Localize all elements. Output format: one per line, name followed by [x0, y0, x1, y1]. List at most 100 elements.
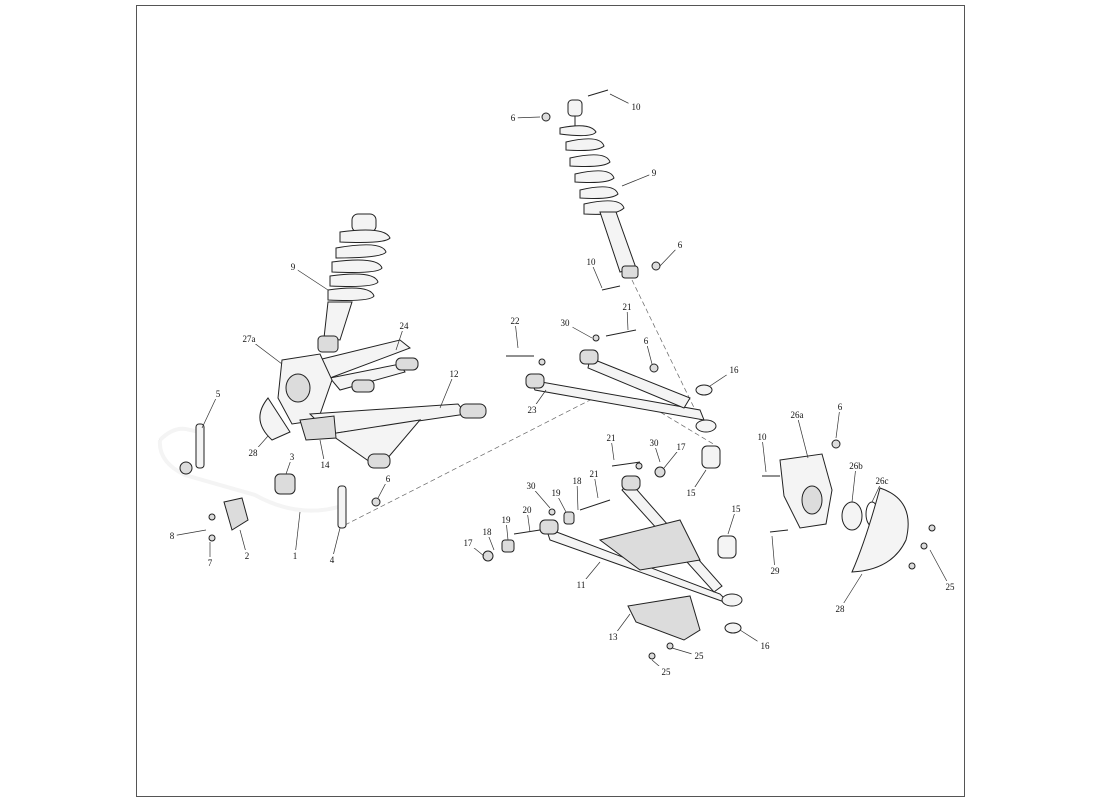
callout-c-1: 1: [293, 551, 298, 561]
callout-bg-c-6-knuckle: [835, 401, 845, 412]
callout-c-12: 12: [450, 369, 459, 379]
callout-c-24: 24: [400, 321, 410, 331]
callout-c-7: 7: [208, 558, 213, 568]
callout-c-25-a: 25: [695, 651, 705, 661]
callout-c-25-b: 25: [662, 667, 672, 677]
callout-bg-c-2: [242, 550, 252, 561]
upper-a-arm: [506, 329, 717, 433]
callout-c-30-b: 30: [650, 438, 660, 448]
callout-c-2: 2: [245, 551, 250, 561]
callout-bg-c-24: [396, 320, 412, 331]
callout-bg-c-13: [605, 631, 621, 642]
callout-bg-c-11: [573, 579, 589, 590]
stabilizer-bar: [157, 423, 381, 542]
leader-line-c-10-knuckle: [761, 436, 767, 473]
callout-c-18-a: 18: [573, 476, 583, 486]
lower-a-arm: [482, 445, 743, 634]
callout-bg-c-27a: [238, 333, 260, 344]
callout-bg-c-9-right: [649, 167, 659, 178]
callout-c-26a: 26a: [791, 410, 804, 420]
callout-c-16-bottom: 16: [761, 641, 771, 651]
callout-bg-c-16-bottom: [757, 640, 773, 651]
callout-bg-c-20: [519, 504, 535, 515]
callout-bg-c-16-top: [726, 364, 742, 375]
callout-c-21-a: 21: [623, 302, 632, 312]
callout-c-28-left: 28: [249, 448, 259, 458]
callout-c-17-b: 17: [464, 538, 474, 548]
callout-c-26b: 26b: [849, 461, 863, 471]
callout-c-6-left: 6: [386, 474, 391, 484]
callout-bg-c-3: [287, 451, 297, 462]
callout-c-3: 3: [290, 452, 295, 462]
callout-bg-c-10-shock: [583, 256, 599, 267]
callout-c-20: 20: [523, 505, 533, 515]
callout-bg-c-18-a: [569, 475, 585, 486]
callout-bg-c-9-left: [288, 261, 298, 272]
callout-c-9-left: 9: [291, 262, 296, 272]
callout-bg-c-6-shock: [675, 239, 685, 250]
top-fasteners: [541, 89, 661, 291]
callout-c-15-b: 15: [732, 504, 742, 514]
callout-bg-c-30-b: [646, 437, 662, 448]
callout-c-9-right: 9: [652, 168, 657, 178]
callout-bg-c-25-b: [658, 666, 674, 677]
callout-bg-c-7: [205, 557, 215, 568]
callout-c-30-c: 30: [527, 481, 537, 491]
leader-line-c-9-left: [292, 266, 329, 291]
alignment-lines: [344, 279, 716, 526]
callout-bg-c-18-b: [479, 526, 495, 537]
callout-c-26c: 26c: [876, 476, 889, 486]
callout-bg-c-28-right: [832, 603, 848, 614]
callout-c-14: 14: [321, 460, 331, 470]
callout-bg-c-26a: [786, 409, 808, 420]
callout-bg-c-22: [507, 315, 523, 326]
leader-line-c-6-knuckle: [835, 406, 841, 439]
callout-bg-c-10-knuckle: [754, 431, 770, 442]
callout-c-6-shock: 6: [678, 240, 683, 250]
callout-bg-c-28-left: [245, 447, 261, 458]
callout-bg-c-30-c: [523, 480, 539, 491]
callout-c-10-knuckle: 10: [758, 432, 768, 442]
callout-bg-c-15-b: [728, 503, 744, 514]
callout-bg-c-4: [327, 554, 337, 565]
callout-c-19-b: 19: [502, 515, 512, 525]
callout-bg-c-12: [446, 368, 462, 379]
callout-c-25-c: 25: [946, 582, 956, 592]
leader-line-c-26a: [796, 414, 809, 459]
callout-bg-c-21-a: [619, 301, 635, 312]
callout-c-19-a: 19: [552, 488, 562, 498]
callout-c-8: 8: [170, 531, 175, 541]
callout-bg-c-26b: [845, 460, 867, 471]
callout-c-18-b: 18: [483, 527, 493, 537]
leader-line-c-1: [294, 511, 301, 557]
leader-line-c-26b: [851, 465, 857, 503]
callout-bg-c-10-top: [628, 101, 644, 112]
callout-c-17-a: 17: [677, 442, 687, 452]
callout-c-22: 22: [511, 316, 520, 326]
callout-c-5: 5: [216, 389, 221, 399]
callout-c-21-c: 21: [590, 469, 599, 479]
leader-line-c-8: [171, 529, 207, 537]
callout-c-4: 4: [330, 555, 335, 565]
callout-bg-c-15-a: [683, 487, 699, 498]
callout-c-6-knuckle: 6: [838, 402, 843, 412]
callout-bg-c-19-a: [548, 487, 564, 498]
skid-plate: [627, 595, 701, 660]
callout-bg-c-23: [524, 404, 540, 415]
callout-c-13: 13: [609, 632, 619, 642]
shock-absorber-right: [559, 99, 639, 279]
leader-line-c-9-right: [621, 172, 655, 187]
callout-bg-c-30-a: [557, 317, 573, 328]
callout-bg-c-6-top: [508, 112, 518, 123]
callout-bg-c-5: [213, 388, 223, 399]
callout-bg-c-6-left: [383, 473, 393, 484]
callout-c-27a: 27a: [243, 334, 256, 344]
callout-c-28-right: 28: [836, 604, 846, 614]
leader-line-c-5: [201, 393, 219, 429]
callout-bg-c-25-a: [691, 650, 707, 661]
callout-c-15-a: 15: [687, 488, 697, 498]
leader-line-c-12: [439, 373, 455, 409]
right-knuckle-assembly: [762, 439, 936, 573]
